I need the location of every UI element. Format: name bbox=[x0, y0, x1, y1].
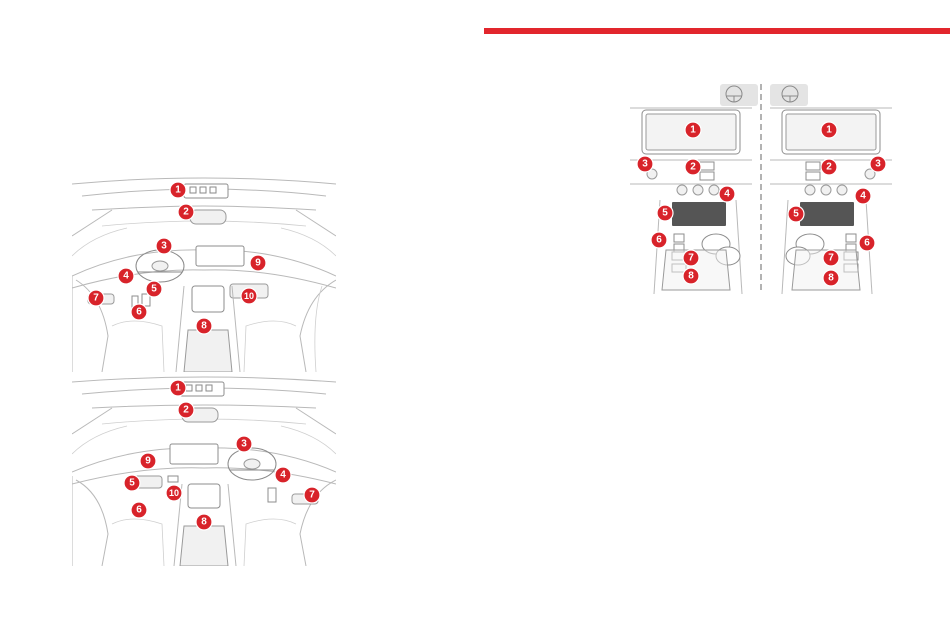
console-illustration bbox=[630, 84, 892, 294]
section-header-bar bbox=[484, 28, 950, 34]
console-drawing bbox=[630, 84, 892, 294]
cabin-drawing-rhd bbox=[72, 376, 336, 566]
cabin-drawing-lhd bbox=[72, 176, 336, 372]
rhd-steering-badge bbox=[770, 84, 808, 106]
cabin-illustration-lhd bbox=[72, 176, 336, 372]
cabin-illustration-rhd bbox=[72, 376, 336, 566]
